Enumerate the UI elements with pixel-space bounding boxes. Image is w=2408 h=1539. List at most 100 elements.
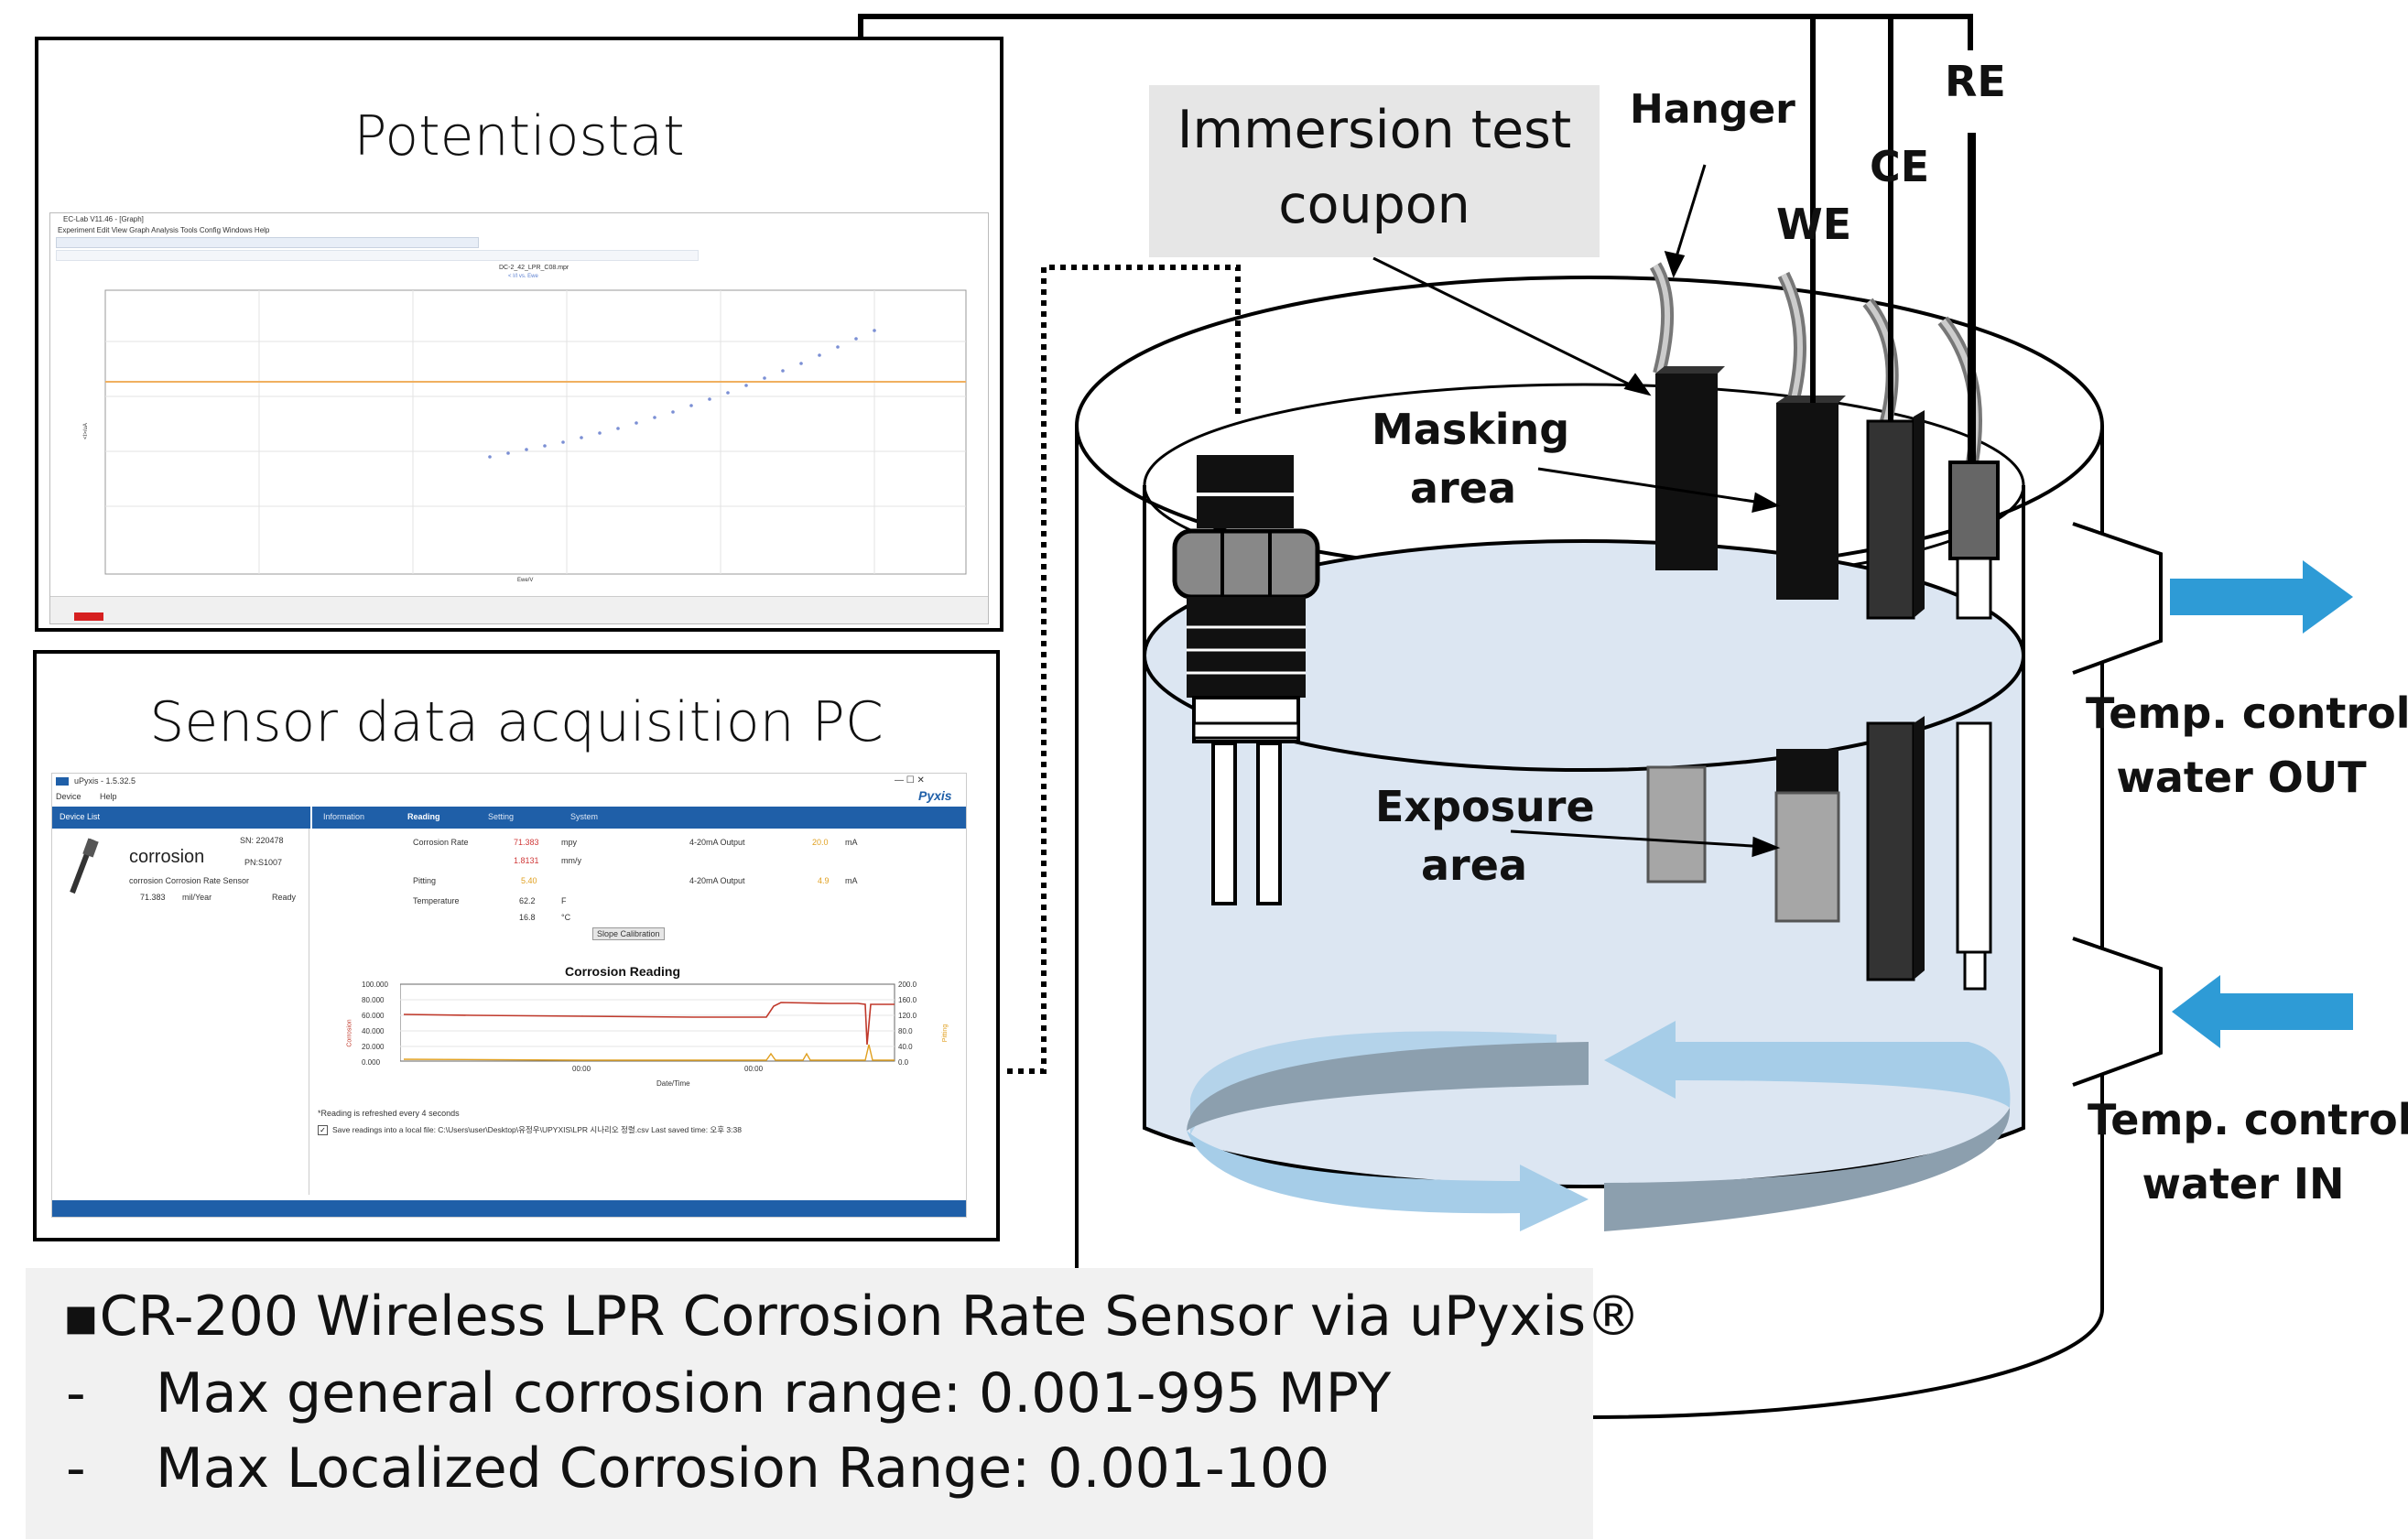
re-electrode-cap bbox=[1948, 461, 2000, 560]
chart-xlabel: Date/Time bbox=[656, 1079, 690, 1088]
sensor-cap bbox=[1197, 455, 1294, 528]
temp-c-unit: °C bbox=[561, 913, 571, 922]
output2-unit: mA bbox=[845, 876, 858, 885]
masking-label-line2: area bbox=[1410, 463, 1516, 513]
pitting-value: 5.40 bbox=[521, 876, 537, 885]
corrosion-chart-title: Corrosion Reading bbox=[565, 964, 681, 979]
immersion-coupon-label-line1: Immersion test bbox=[1177, 100, 1572, 160]
we-coupon-exposed bbox=[1774, 791, 1840, 923]
upyxis-title: uPyxis - 1.5.32.5 bbox=[74, 776, 136, 786]
device-sensor-icon bbox=[70, 838, 99, 894]
water-out-label-line1: Temp. control bbox=[2086, 688, 2408, 738]
exposure-label-line1: Exposure bbox=[1375, 782, 1595, 831]
corrosion-rate-mmy: 1.8131 bbox=[514, 856, 539, 865]
device-sn: SN: 220478 bbox=[240, 836, 284, 845]
we-coupon-masked bbox=[1776, 403, 1839, 600]
corrosion-rate-label: Corrosion Rate bbox=[413, 838, 469, 847]
y-left-tick: 80.000 bbox=[362, 996, 385, 1004]
tab-information[interactable]: Information bbox=[323, 812, 365, 821]
re-electrode-tube-upper bbox=[1956, 557, 1992, 620]
spec-line-general-range: - Max general corrosion range: 0.001-995… bbox=[66, 1361, 1392, 1425]
y-right-tick: 40.0 bbox=[898, 1043, 913, 1051]
output1-value: 20.0 bbox=[812, 838, 829, 847]
sensor-spec-panel: ▪CR-200 Wireless LPR Corrosion Rate Sens… bbox=[26, 1268, 1641, 1539]
device-list-panel[interactable] bbox=[52, 829, 309, 1195]
leader-immersion bbox=[1372, 256, 1640, 391]
temp-c: 16.8 bbox=[519, 913, 536, 922]
inlet-funnel bbox=[2072, 937, 2163, 1087]
immersion-coupon-label-line2: coupon bbox=[1278, 175, 1470, 235]
corrosion-rate-mmy-unit: mm/y bbox=[561, 856, 581, 865]
eclab-toolbar-2[interactable] bbox=[56, 250, 699, 261]
device-value: 71.383 bbox=[140, 893, 166, 902]
y-left-tick: 0.000 bbox=[362, 1058, 381, 1067]
water-in-label-line1: Temp. control bbox=[2088, 1095, 2408, 1144]
daq-pc-title: Sensor data acquisition PC bbox=[149, 690, 884, 754]
spec-line-sensor: ▪CR-200 Wireless LPR Corrosion Rate Sens… bbox=[62, 1284, 1642, 1349]
eclab-menu[interactable]: Experiment Edit View Graph Analysis Tool… bbox=[58, 226, 270, 234]
flow-arrow-back-light bbox=[1604, 1021, 2011, 1108]
save-readings-checkbox[interactable]: ✓ bbox=[318, 1125, 328, 1135]
tab-reading[interactable]: Reading bbox=[407, 812, 440, 821]
output1-label: 4-20mA Output bbox=[689, 838, 745, 847]
eclab-status-red bbox=[74, 612, 103, 621]
upyxis-window-controls[interactable]: — ☐ ✕ bbox=[895, 775, 925, 786]
upyxis-menu-help[interactable]: Help bbox=[100, 792, 117, 801]
eclab-toolbar[interactable] bbox=[56, 237, 479, 248]
y-left-tick: 60.000 bbox=[362, 1012, 385, 1020]
flow-band-front-light bbox=[1187, 1131, 1589, 1231]
outlet-arrow bbox=[2170, 560, 2353, 634]
device-list-header bbox=[52, 807, 310, 829]
tab-system[interactable]: System bbox=[570, 812, 599, 821]
tab-bar bbox=[312, 807, 966, 829]
device-pn: PN:S1007 bbox=[244, 858, 283, 867]
inlet-arrow bbox=[2172, 975, 2353, 1048]
upyxis-logo-icon bbox=[56, 777, 69, 786]
device-name[interactable]: corrosion bbox=[129, 847, 205, 867]
ce-electrode-upper bbox=[1866, 419, 1915, 620]
exposure-label-line2: area bbox=[1421, 840, 1527, 890]
slope-calibration-button[interactable]: Slope Calibration bbox=[592, 927, 665, 940]
eclab-window: EC-Lab V11.46 - [Graph] Experiment Edit … bbox=[49, 212, 989, 624]
re-electrode-tip bbox=[1963, 950, 1987, 991]
flow-band-front-dark bbox=[1604, 1108, 2011, 1231]
leader-exposure bbox=[1510, 829, 1768, 849]
immersion-coupon-label-box: Immersion test coupon bbox=[1149, 85, 1600, 257]
x-tick: 00:00 bbox=[572, 1065, 591, 1073]
pitting-series-line bbox=[403, 1044, 895, 1061]
y-right-tick: 80.0 bbox=[898, 1027, 913, 1035]
sensor-cap-band bbox=[1197, 493, 1294, 496]
corrosion-chart bbox=[400, 983, 895, 1062]
spec-line-localized-range: - Max Localized Corrosion Range: 0.001-1… bbox=[66, 1436, 1330, 1501]
flow-band-back bbox=[1187, 1042, 1589, 1131]
refresh-note: *Reading is refreshed every 4 seconds bbox=[318, 1109, 460, 1118]
ce-label: CE bbox=[1870, 142, 1930, 191]
upyxis-window: uPyxis - 1.5.32.5 — ☐ ✕ Device Help Pyxi… bbox=[51, 773, 967, 1218]
leader-hanger bbox=[1672, 164, 1707, 266]
tab-setting[interactable]: Setting bbox=[488, 812, 515, 821]
device-list-header-label: Device List bbox=[60, 812, 101, 821]
corrosion-series-line bbox=[403, 1002, 895, 1046]
eclab-title: EC-Lab V11.46 - [Graph] bbox=[63, 215, 144, 223]
upyxis-menu-device[interactable]: Device bbox=[56, 792, 81, 801]
we-label: WE bbox=[1776, 200, 1852, 249]
wireless-dotted-link bbox=[1005, 265, 1241, 1074]
eclab-xlabel: Ewe/V bbox=[517, 578, 534, 583]
water-out-label-line2: water OUT bbox=[2116, 753, 2367, 802]
chart-ylabel-left: Corrosion bbox=[346, 1019, 353, 1047]
save-readings-label: Save readings into a local file: C:\User… bbox=[332, 1125, 742, 1134]
output1-unit: mA bbox=[845, 838, 858, 847]
corrosion-rate-mpy: 71.383 bbox=[514, 838, 539, 847]
eclab-statusbar bbox=[50, 596, 988, 623]
device-status: Ready bbox=[272, 893, 297, 902]
y-right-tick: 0.0 bbox=[898, 1058, 909, 1067]
temp-f: 62.2 bbox=[519, 896, 536, 905]
hanger-label: Hanger bbox=[1630, 86, 1795, 133]
eclab-legend: < I/I vs. Ewe bbox=[508, 274, 538, 279]
potentiostat-title: Potentiostat bbox=[353, 104, 685, 168]
output2-value: 4.9 bbox=[818, 876, 830, 885]
leader-masking bbox=[1537, 467, 1768, 505]
we-coupon-mask-lower bbox=[1776, 749, 1839, 793]
daq-pc-panel: Sensor data acquisition PC uPyxis - 1.5.… bbox=[33, 650, 1000, 1241]
